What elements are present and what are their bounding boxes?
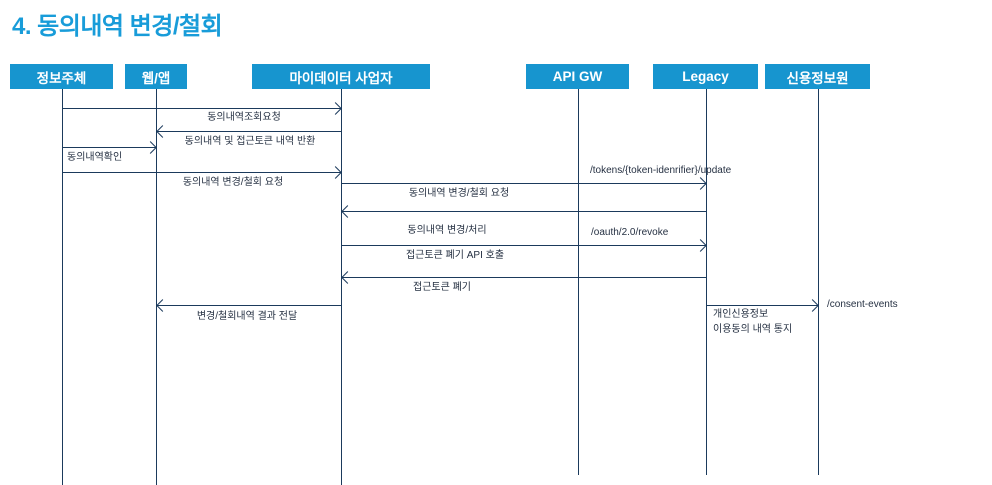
message-label: 동의내역 변경/철회 요청 xyxy=(182,177,284,188)
message-label: /consent-events xyxy=(827,299,898,310)
message-label: 동의내역 및 접근토큰 내역 반환 xyxy=(184,136,316,147)
arrowhead-right-icon xyxy=(806,299,819,312)
actor-label: 신용정보원 xyxy=(786,70,849,86)
actor-label: 마이데이터 사업자 xyxy=(289,70,393,86)
message-arrow xyxy=(341,277,706,278)
actor-label: API GW xyxy=(552,69,603,84)
lifeline xyxy=(62,89,63,485)
note-text: 개인신용정보 xyxy=(713,309,769,320)
lifeline xyxy=(706,89,707,475)
actor-box: 신용정보원 xyxy=(765,64,870,89)
message-label: 동의내역확인 xyxy=(67,152,123,163)
message-label: 접근토큰 폐기 xyxy=(413,282,471,293)
lifeline xyxy=(156,89,157,485)
message-label: 접근토큰 폐기 API 호출 xyxy=(405,250,505,261)
actor-label: Legacy xyxy=(682,69,729,84)
message-label: /tokens/{token-idenrifier}/update xyxy=(590,165,732,176)
actor-box: 웹/앱 xyxy=(125,64,187,89)
actor-box: API GW xyxy=(526,64,629,89)
actor-box: 정보주체 xyxy=(10,64,113,89)
message-arrow xyxy=(62,108,341,109)
message-arrow xyxy=(156,305,341,306)
message-arrow xyxy=(341,183,706,184)
message-arrow xyxy=(341,211,706,212)
actor-box: 마이데이터 사업자 xyxy=(252,64,430,89)
message-arrow xyxy=(156,131,341,132)
arrowhead-left-icon xyxy=(156,299,169,312)
arrowhead-left-icon xyxy=(341,205,354,218)
actor-label: 정보주체 xyxy=(36,70,87,86)
message-arrow xyxy=(706,305,818,306)
message-label: /oauth/2.0/revoke xyxy=(591,227,669,238)
lifeline xyxy=(578,89,579,475)
message-label: 변경/철회내역 결과 전달 xyxy=(196,311,298,322)
arrowhead-right-icon xyxy=(694,177,707,190)
actor-box: Legacy xyxy=(653,64,758,89)
actor-label: 웹/앱 xyxy=(141,70,171,86)
message-label: 동의내역 변경/철회 요청 xyxy=(408,188,510,199)
message-arrow xyxy=(62,147,156,148)
page-title: 4. 동의내역 변경/철회 xyxy=(12,13,223,40)
message-arrow xyxy=(62,172,341,173)
message-label: 동의내역조회요청 xyxy=(207,112,281,123)
arrowhead-right-icon xyxy=(694,239,707,252)
lifeline xyxy=(341,89,342,485)
note-text: 이용동의 내역 통지 xyxy=(713,324,793,335)
message-label: 동의내역 변경/처리 xyxy=(407,225,487,236)
lifeline xyxy=(818,89,819,475)
message-arrow xyxy=(341,245,706,246)
